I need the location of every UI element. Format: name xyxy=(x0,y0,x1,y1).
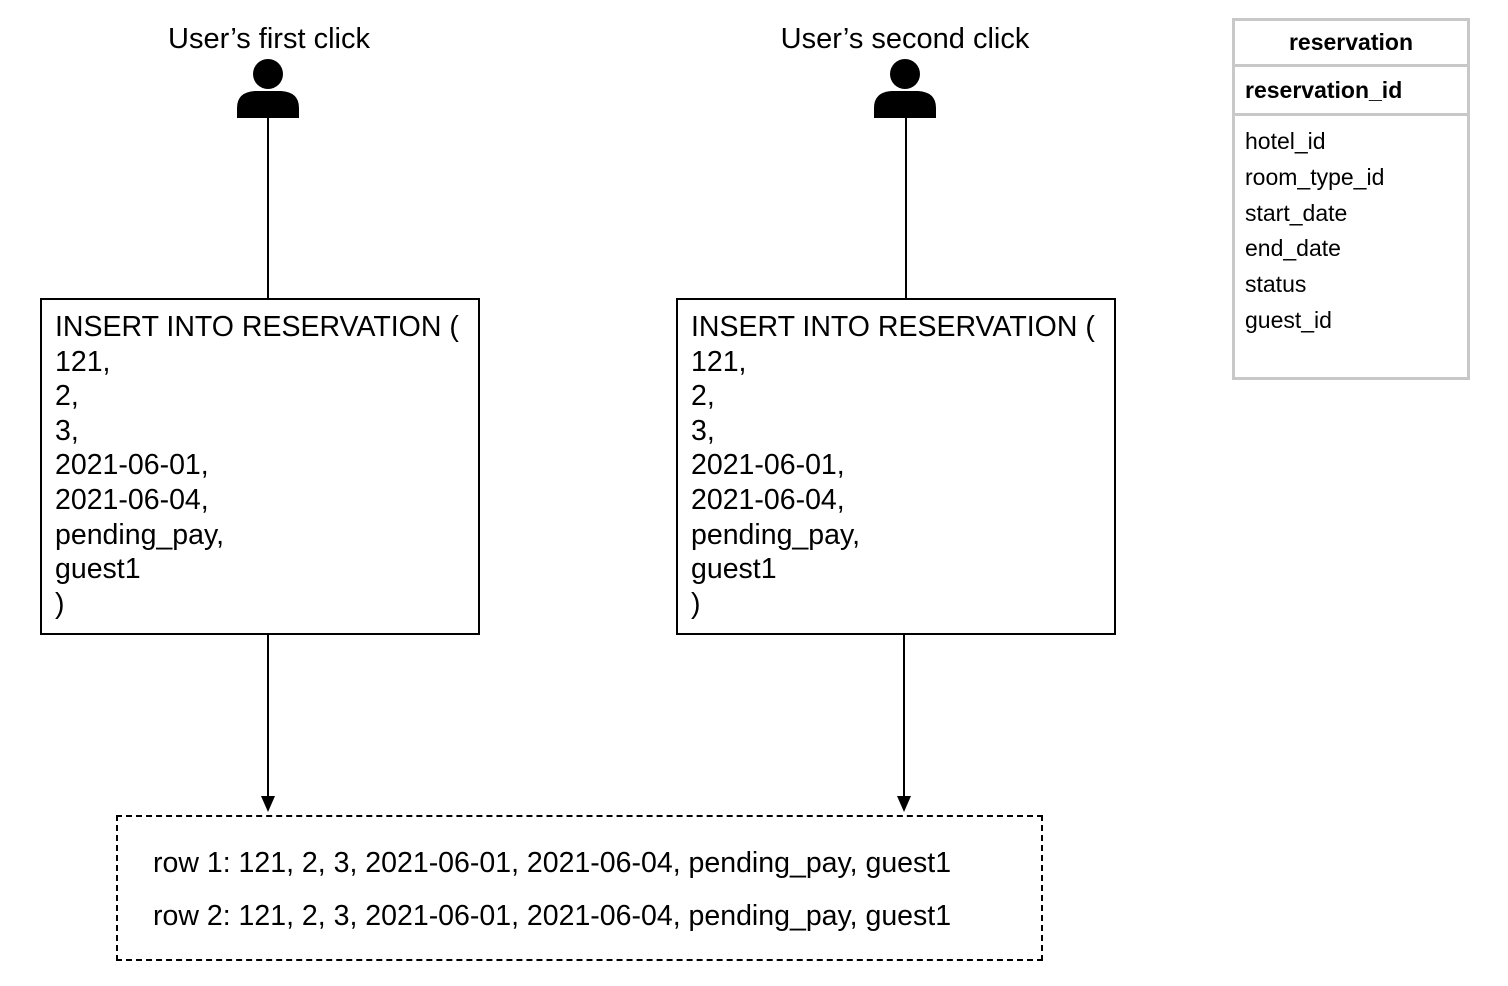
insert2-arrowhead xyxy=(897,796,911,812)
sql-line: 121, xyxy=(55,345,111,378)
sql-line: guest1 xyxy=(55,553,141,586)
sql-line: 2021-06-04, xyxy=(55,483,209,516)
user-second-click-label: User’s second click xyxy=(780,23,1030,55)
sql-line: pending_pay, xyxy=(55,518,225,551)
sql-line: guest1 xyxy=(691,553,777,586)
sql-line: 121, xyxy=(691,345,747,378)
table-field: guest_id xyxy=(1245,306,1332,333)
table-name: reservation xyxy=(1235,21,1467,67)
sql-line: 2021-06-04, xyxy=(691,483,845,516)
sql-line: 3, xyxy=(691,414,715,447)
user-first-click-label: User’s first click xyxy=(168,23,370,55)
insert-statement-box-second: INSERT INTO RESERVATION ( 121, 2, 3, 202… xyxy=(676,298,1116,635)
primary-key-field: reservation_id xyxy=(1235,67,1467,116)
table-field: start_date xyxy=(1245,199,1348,226)
table-fields: hotel_id room_type_id start_date end_dat… xyxy=(1235,116,1467,339)
table-field: end_date xyxy=(1245,235,1341,262)
insert-statement-box-first: INSERT INTO RESERVATION ( 121, 2, 3, 202… xyxy=(40,298,480,635)
sql-line: ) xyxy=(55,587,65,620)
result-row-1: row 1: 121, 2, 3, 2021-06-01, 2021-06-04… xyxy=(153,847,952,879)
result-rows-box: row 1: 121, 2, 3, 2021-06-01, 2021-06-04… xyxy=(116,815,1043,961)
sql-line: ) xyxy=(691,587,701,620)
sql-line: 2021-06-01, xyxy=(55,449,209,482)
reservation-schema-table: reservation reservation_id hotel_id room… xyxy=(1232,18,1470,380)
table-field: room_type_id xyxy=(1245,163,1385,190)
sql-line: INSERT INTO RESERVATION ( xyxy=(55,311,459,343)
sql-line: 2021-06-01, xyxy=(691,449,845,482)
sql-line: 3, xyxy=(55,414,79,447)
sql-line: pending_pay, xyxy=(691,518,861,551)
person-icon xyxy=(874,59,936,118)
sql-line: INSERT INTO RESERVATION ( xyxy=(691,311,1095,343)
sql-line: 2, xyxy=(691,380,715,413)
table-field: hotel_id xyxy=(1245,128,1326,154)
result-row-2: row 2: 121, 2, 3, 2021-06-01, 2021-06-04… xyxy=(153,900,952,932)
insert1-arrowhead xyxy=(261,796,275,812)
sql-line: 2, xyxy=(55,380,79,413)
person-icon xyxy=(237,59,299,118)
table-field: status xyxy=(1245,271,1307,298)
